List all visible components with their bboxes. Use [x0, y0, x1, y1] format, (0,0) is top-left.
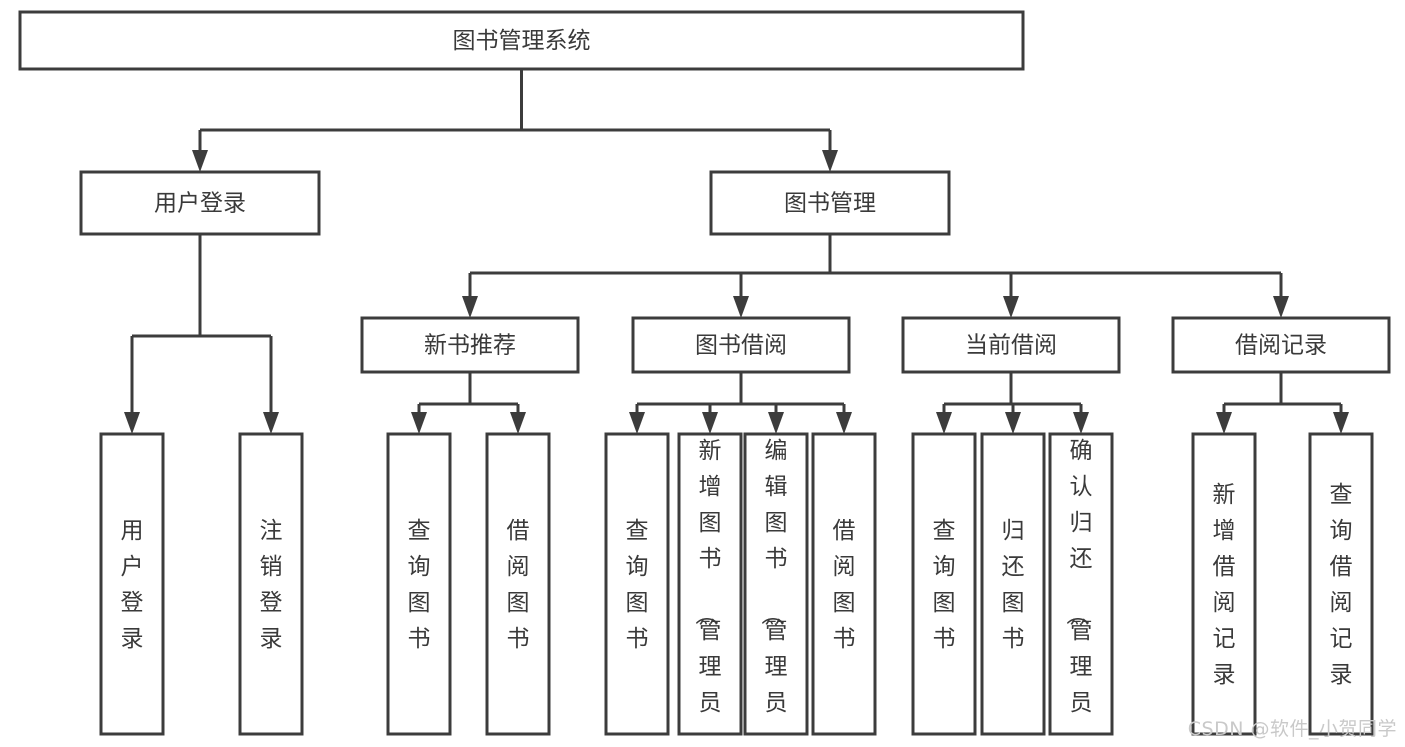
- leaf-node-label-leaf-query-book-2: 查询图书: [626, 518, 649, 652]
- leaf-node-box-leaf-query-book-1[interactable]: [386, 432, 452, 736]
- leaf-node-label-leaf-borrow-book-2: 借阅图书: [833, 518, 856, 652]
- leaf-node-box-leaf-add-borrow-record[interactable]: [1191, 432, 1257, 736]
- arrow-head-icon: [768, 412, 784, 434]
- level3-node-label-new-book-recommend: 新书推荐: [424, 333, 516, 359]
- leaf-node-box-leaf-borrow-book-1[interactable]: [485, 432, 551, 736]
- arrow-head-icon: [263, 412, 279, 434]
- leaf-node-label-leaf-logout: 注销登录: [260, 518, 283, 652]
- leaf-node-box-leaf-return-book[interactable]: [980, 432, 1046, 736]
- arrow-head-icon: [411, 412, 427, 434]
- leaf-node-box-leaf-logout[interactable]: [238, 432, 304, 736]
- level2-node-label-user-login: 用户登录: [154, 191, 246, 217]
- connector-lines: [124, 69, 1349, 434]
- arrow-head-icon: [192, 150, 208, 172]
- root-node-box[interactable]: [18, 10, 1025, 71]
- level3-node-box-borrow-record[interactable]: [1171, 316, 1391, 374]
- leaf-node-label-leaf-edit-book-admin: 编辑图书（管理员）: [759, 438, 788, 747]
- leaf-node-label-leaf-query-book-3: 查询图书: [933, 518, 956, 652]
- leaf-node-label-leaf-add-borrow-record: 新增借阅记录: [1213, 482, 1236, 688]
- leaf-node-box-leaf-edit-book-admin[interactable]: [743, 432, 809, 736]
- leaf-node-label-leaf-confirm-return-admin: 确认归还（管理员）: [1064, 438, 1093, 747]
- arrow-head-icon: [733, 296, 749, 318]
- leaf-node-label-leaf-query-book-1: 查询图书: [408, 518, 431, 652]
- level3-node-label-current-borrow: 当前借阅: [965, 333, 1057, 359]
- arrow-head-icon: [510, 412, 526, 434]
- root-node-label: 图书管理系统: [453, 28, 591, 54]
- arrow-head-icon: [1005, 412, 1021, 434]
- leaf-node-box-leaf-confirm-return-admin[interactable]: [1048, 432, 1114, 736]
- level2-node-label-book-manage: 图书管理: [784, 191, 876, 217]
- leaf-node-box-leaf-user-login[interactable]: [99, 432, 165, 736]
- level3-node-label-borrow-record: 借阅记录: [1235, 333, 1327, 359]
- level2-node-box-user-login[interactable]: [79, 170, 321, 236]
- arrow-head-icon: [124, 412, 140, 434]
- leaf-node-label-leaf-borrow-book-1: 借阅图书: [507, 518, 530, 652]
- arrow-head-icon: [462, 296, 478, 318]
- leaf-node-label-leaf-query-borrow-record: 查询借阅记录: [1330, 482, 1353, 688]
- node-labels: 图书管理系统用户登录图书管理新书推荐图书借阅当前借阅借阅记录用户登录注销登录查询…: [121, 28, 1353, 747]
- level3-node-box-current-borrow[interactable]: [901, 316, 1121, 374]
- arrow-head-icon: [629, 412, 645, 434]
- node-boxes: [18, 10, 1391, 736]
- arrow-head-icon: [836, 412, 852, 434]
- arrow-head-icon: [822, 150, 838, 172]
- leaf-node-box-leaf-query-book-2[interactable]: [604, 432, 670, 736]
- level3-node-box-new-book-recommend[interactable]: [360, 316, 580, 374]
- arrow-head-icon: [1273, 296, 1289, 318]
- arrow-head-icon: [1216, 412, 1232, 434]
- level3-node-label-book-borrow: 图书借阅: [695, 333, 787, 359]
- level3-node-box-book-borrow[interactable]: [631, 316, 851, 374]
- leaf-node-label-leaf-user-login: 用户登录: [121, 518, 144, 652]
- leaf-node-box-leaf-query-book-3[interactable]: [911, 432, 977, 736]
- arrow-head-icon: [1003, 296, 1019, 318]
- level2-node-box-book-manage[interactable]: [709, 170, 951, 236]
- arrow-head-icon: [1333, 412, 1349, 434]
- arrow-head-icon: [702, 412, 718, 434]
- leaf-node-box-leaf-borrow-book-2[interactable]: [811, 432, 877, 736]
- leaf-node-label-leaf-return-book: 归还图书: [1002, 518, 1025, 652]
- arrow-head-icon: [1073, 412, 1089, 434]
- leaf-node-box-leaf-query-borrow-record[interactable]: [1308, 432, 1374, 736]
- arrow-head-icon: [936, 412, 952, 434]
- leaf-node-box-leaf-add-book-admin[interactable]: [677, 432, 743, 736]
